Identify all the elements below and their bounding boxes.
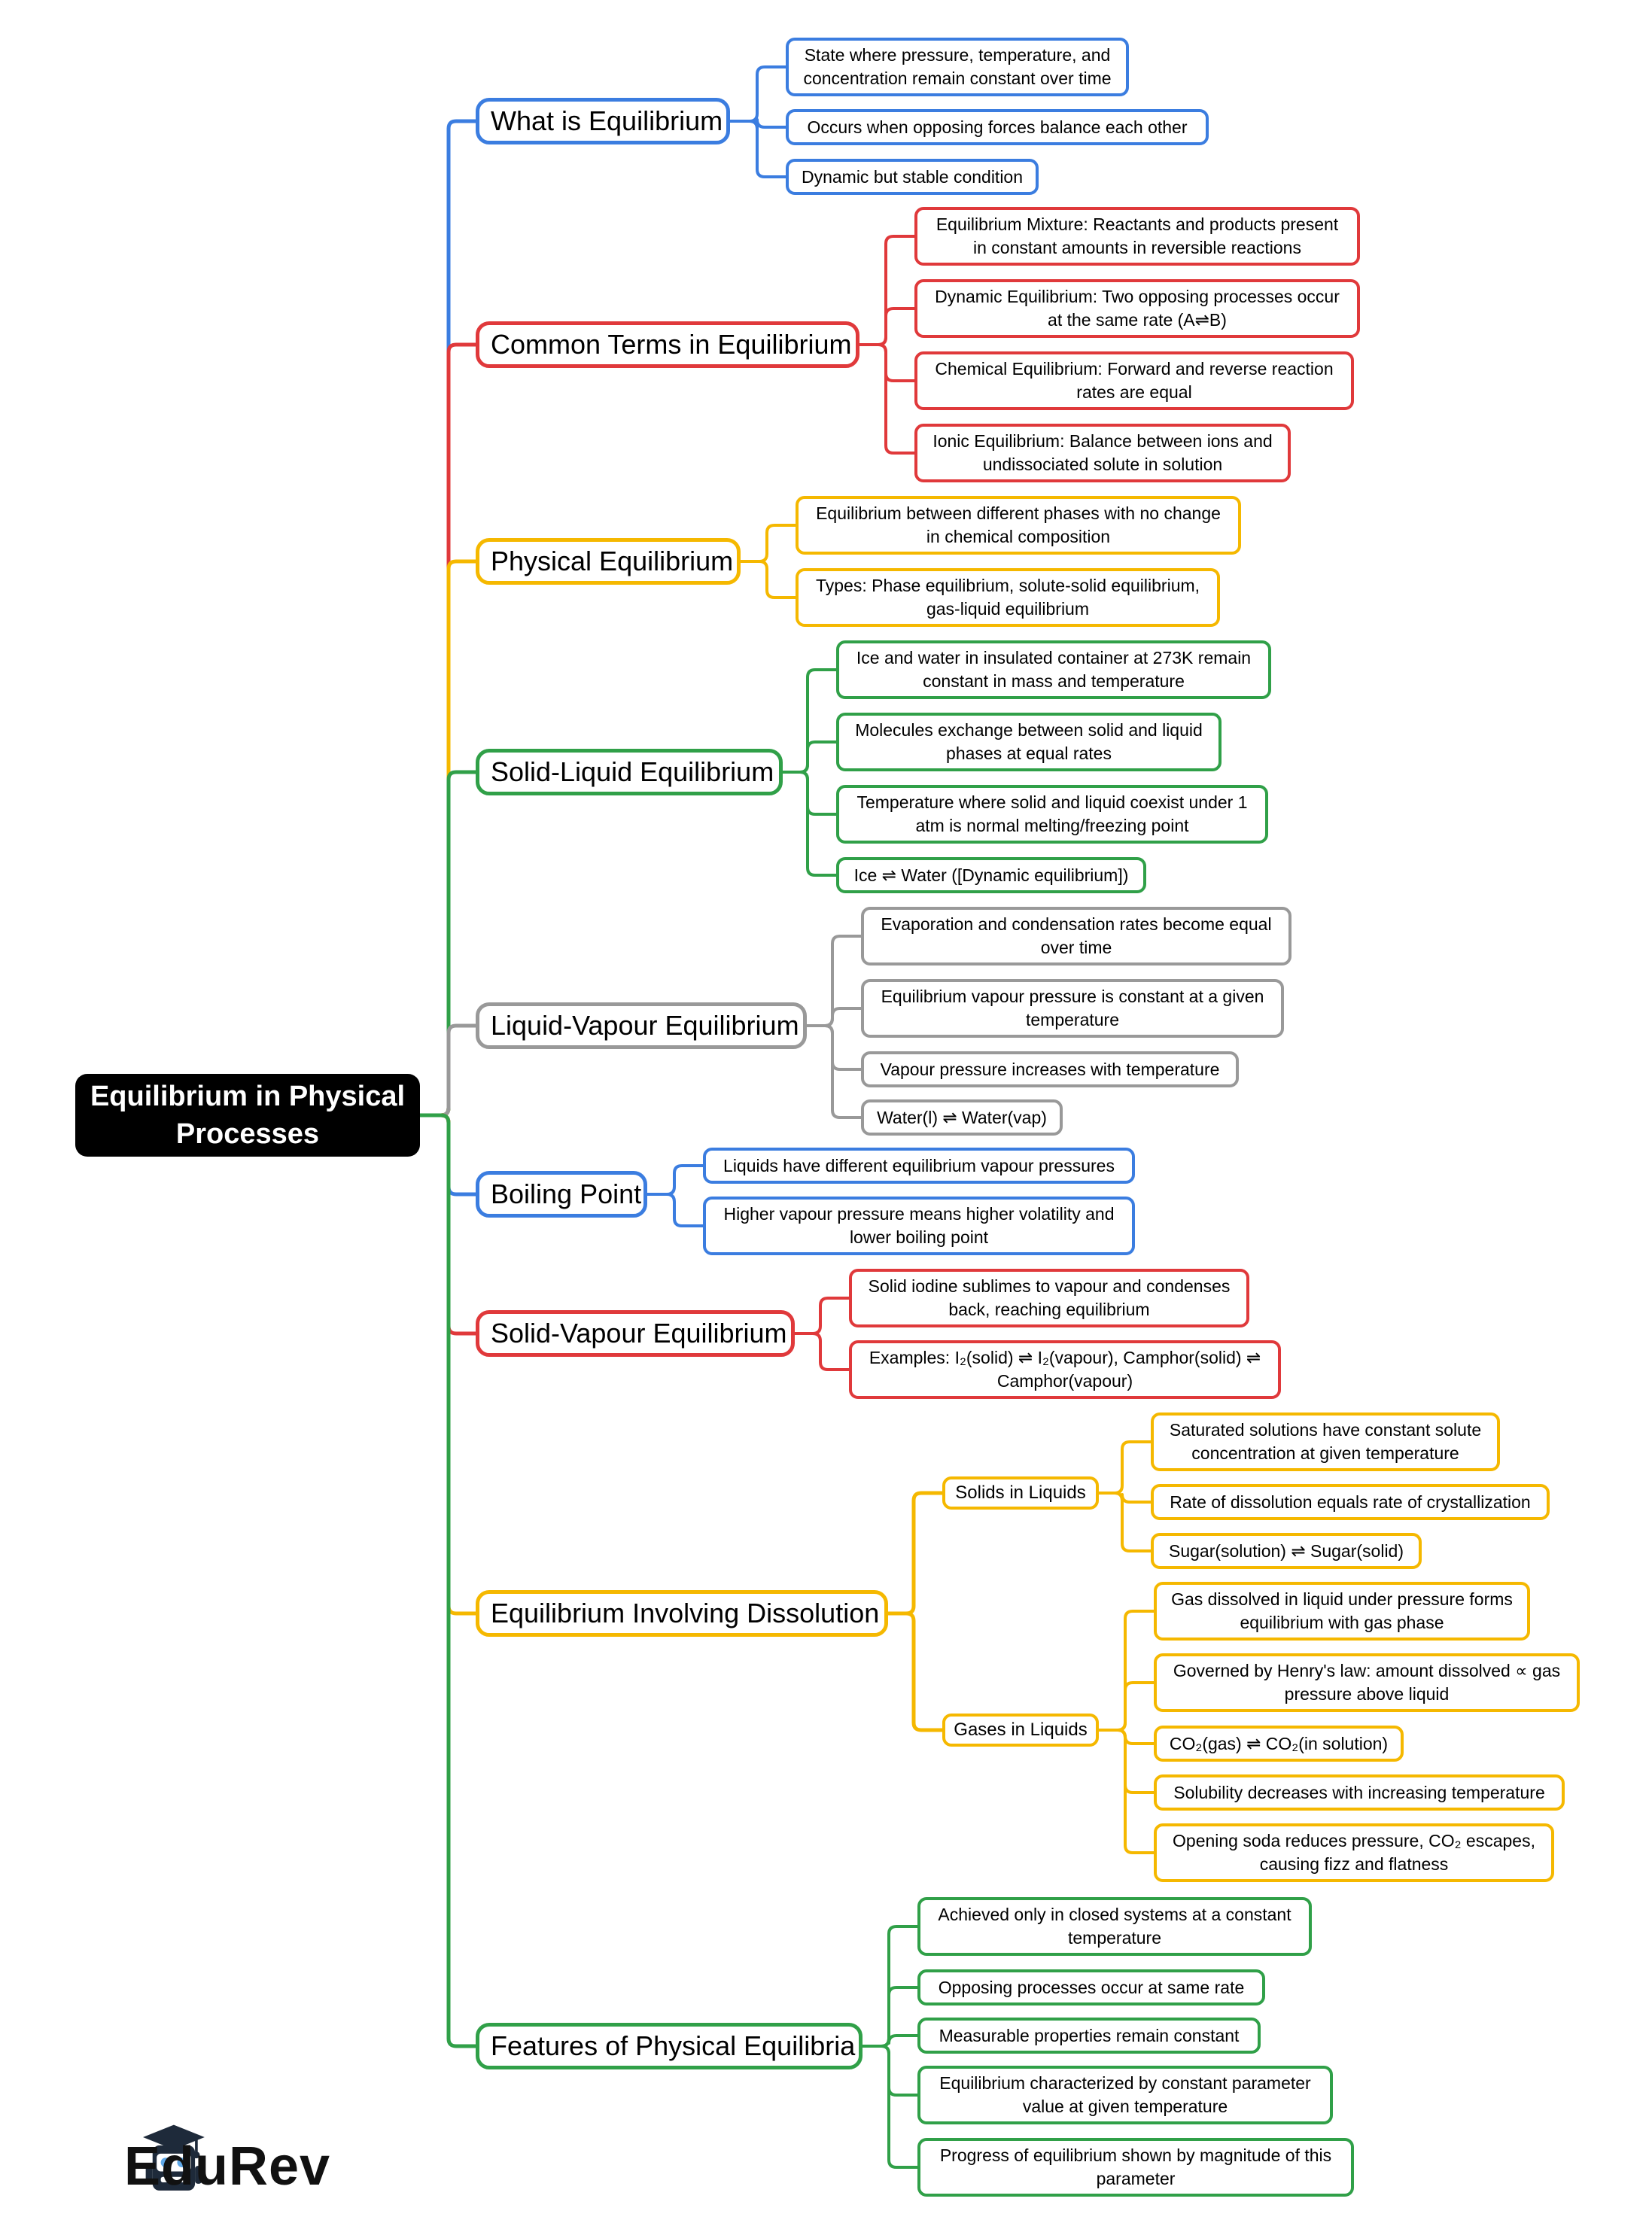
leaf: Opposing processes occur at same rate	[917, 1969, 1265, 2005]
leaf: Solid iodine sublimes to vapour and cond…	[849, 1269, 1249, 1327]
leaf: Ice ⇌ Water ([Dynamic equilibrium])	[836, 857, 1146, 893]
edurev-logo-text: EduRev	[124, 2136, 331, 2197]
leaf: Progress of equilibrium shown by magnitu…	[917, 2138, 1354, 2197]
branch-physical-equilibrium: Physical Equilibrium	[476, 538, 741, 585]
branch-what-is-equilibrium: What is Equilibrium	[476, 98, 730, 144]
connector-line	[861, 2034, 919, 2048]
leaf: Saturated solutions have constant solute…	[1151, 1413, 1500, 1471]
leaf: State where pressure, temperature, and c…	[786, 38, 1129, 96]
connector-line	[729, 65, 787, 123]
leaf: Ionic Equilibrium: Balance between ions …	[914, 424, 1291, 482]
connector-line	[781, 771, 838, 877]
connector-line	[739, 524, 797, 563]
connector-line	[805, 1007, 863, 1027]
branch-features: Features of Physical Equilibria	[476, 2023, 863, 2069]
connector-line	[739, 560, 797, 599]
connector-line	[646, 1193, 704, 1227]
connector-line	[858, 343, 916, 455]
leaf: Achieved only in closed systems at a con…	[917, 1897, 1312, 1956]
connector-line	[1097, 1729, 1155, 1854]
leaf: Equilibrium between different phases wit…	[796, 496, 1241, 555]
leaf: Opening soda reduces pressure, CO₂ escap…	[1154, 1823, 1554, 1882]
leaf: Chemical Equilibrium: Forward and revers…	[914, 351, 1354, 410]
leaf: Molecules exchange between solid and liq…	[836, 713, 1222, 771]
leaf: Types: Phase equilibrium, solute-solid e…	[796, 568, 1220, 627]
graduate-mascot-icon	[143, 2124, 205, 2191]
leaf: Equilibrium Mixture: Reactants and produ…	[914, 207, 1360, 266]
leaf: CO₂(gas) ⇌ CO₂(in solution)	[1154, 1726, 1404, 1762]
leaf: Liquids have different equilibrium vapou…	[703, 1148, 1135, 1184]
leaf: Ice and water in insulated container at …	[836, 640, 1271, 699]
leaf: Measurable properties remain constant	[917, 2018, 1261, 2054]
branch-solid-vapour: Solid-Vapour Equilibrium	[476, 1310, 795, 1357]
connector-line	[781, 771, 838, 816]
leaf: Water(l) ⇌ Water(vap)	[861, 1099, 1063, 1136]
branch-liquid-vapour: Liquid-Vapour Equilibrium	[476, 1002, 807, 1049]
leaf: Equilibrium characterized by constant pa…	[917, 2066, 1333, 2124]
connector-line	[1097, 1440, 1152, 1495]
connector-line	[1097, 1681, 1155, 1732]
leaf: Equilibrium vapour pressure is constant …	[861, 979, 1284, 1038]
connector-line	[886, 1611, 945, 1732]
leaf: Vapour pressure increases with temperatu…	[861, 1051, 1239, 1087]
leaf: Evaporation and condensation rates becom…	[861, 907, 1291, 965]
leaf: Gas dissolved in liquid under pressure f…	[1154, 1582, 1530, 1641]
connector-line	[861, 2045, 919, 2169]
sub-gases-in-liquids: Gases in Liquids	[942, 1714, 1099, 1747]
connector-line	[781, 668, 838, 774]
leaf: Occurs when opposing forces balance each…	[786, 109, 1209, 145]
leaf: Examples: I₂(solid) ⇌ I₂(vapour), Campho…	[849, 1340, 1281, 1399]
leaf: Solubility decreases with increasing tem…	[1154, 1774, 1565, 1811]
branch-common-terms: Common Terms in Equilibrium	[476, 321, 859, 368]
connector-line	[793, 1332, 850, 1371]
branch-dissolution: Equilibrium Involving Dissolution	[476, 1590, 888, 1637]
connector-line	[418, 1113, 478, 2048]
leaf: Rate of dissolution equals rate of cryst…	[1151, 1484, 1550, 1520]
leaf: Dynamic Equilibrium: Two opposing proces…	[914, 279, 1360, 338]
connector-line	[729, 120, 787, 178]
connector-line	[793, 1297, 850, 1335]
connector-line	[418, 1023, 478, 1118]
connector-line	[646, 1164, 704, 1196]
leaf: Dynamic but stable condition	[786, 159, 1039, 195]
leaf: Sugar(solution) ⇌ Sugar(solid)	[1151, 1533, 1422, 1569]
root-node: Equilibrium in Physical Processes	[75, 1074, 420, 1157]
connector-line	[886, 1491, 945, 1616]
connector-line	[805, 1024, 863, 1119]
leaf: Governed by Henry's law: amount dissolve…	[1154, 1653, 1580, 1712]
connector-line	[858, 307, 916, 346]
connector-line	[781, 740, 838, 774]
branch-solid-liquid: Solid-Liquid Equilibrium	[476, 749, 783, 795]
branch-boiling-point: Boiling Point	[476, 1171, 647, 1218]
connector-line	[1097, 1492, 1152, 1552]
sub-solids-in-liquids: Solids in Liquids	[942, 1476, 1099, 1510]
leaf: Higher vapour pressure means higher vola…	[703, 1197, 1135, 1255]
leaf: Temperature where solid and liquid coexi…	[836, 785, 1268, 844]
